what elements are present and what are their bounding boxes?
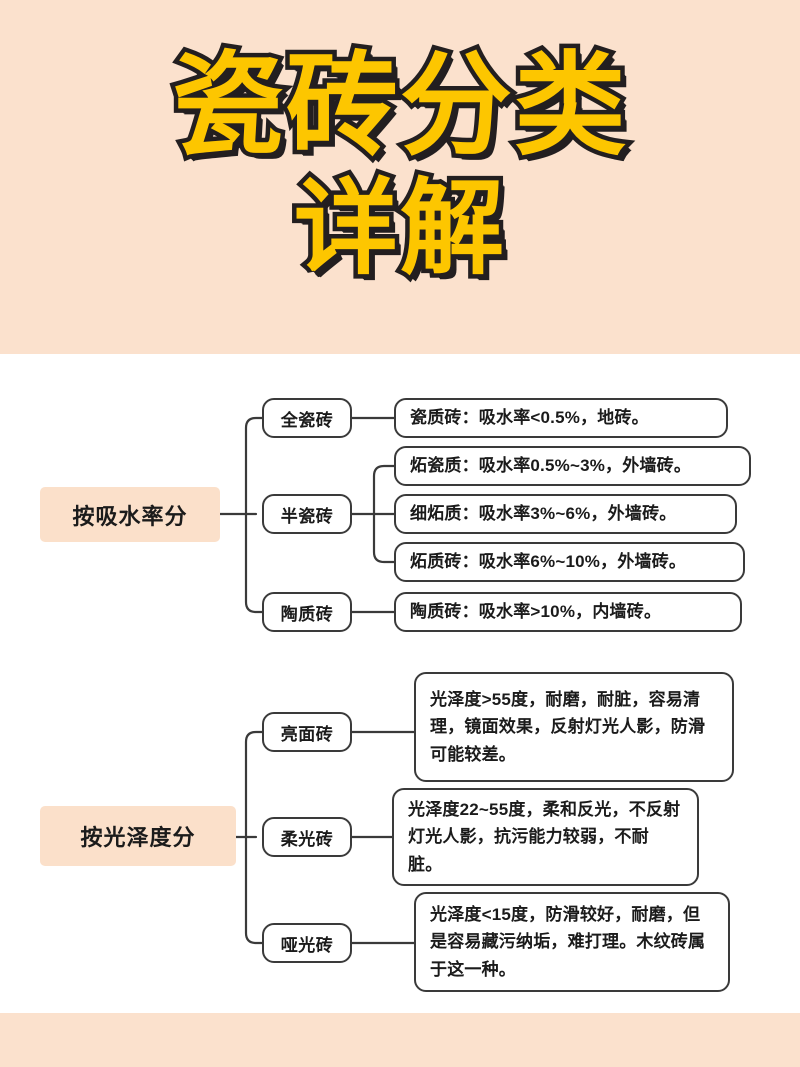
detail-node-glossy-tile[interactable]: 光泽度>55度，耐磨，耐脏，容易清理，镜面效果，反射灯光人影，防滑可能较差。 xyxy=(414,672,734,782)
branch-node-soft-light-tile[interactable]: 柔光砖 xyxy=(262,817,352,857)
branch-node-ceramic[interactable]: 陶质砖 xyxy=(262,592,352,632)
connector-lines-water xyxy=(218,416,396,614)
branch-node-matte-tile[interactable]: 哑光砖 xyxy=(262,923,352,963)
branch-node-semi-porcelain[interactable]: 半瓷砖 xyxy=(262,494,352,534)
connector-branch-2-to-leaf-1 xyxy=(372,464,396,516)
root-node-by-gloss[interactable]: 按光泽度分 xyxy=(40,806,236,866)
header-band xyxy=(0,0,800,354)
section-by-water-absorption: 按吸水率分 全瓷砖 半瓷砖 陶质砖 瓷质砖：吸水率<0.5%，地砖。 炻瓷质：吸… xyxy=(0,380,800,640)
detail-node-ceramic-tile[interactable]: 陶质砖：吸水率>10%，内墙砖。 xyxy=(394,592,742,632)
detail-node-stoneware-tile[interactable]: 炻质砖：吸水率6%~10%，外墙砖。 xyxy=(394,542,745,582)
connector-branch-2-to-leaf-3 xyxy=(372,512,396,564)
detail-node-soft-light-tile[interactable]: 光泽度22~55度，柔和反光，不反射灯光人影，抗污能力较弱，不耐脏。 xyxy=(392,788,699,886)
detail-node-matte-tile[interactable]: 光泽度<15度，防滑较好，耐磨，但是容易藏污纳垢，难打理。木纹砖属于这一种。 xyxy=(414,892,730,992)
footer-band xyxy=(0,1013,800,1067)
connector-root-to-branch-3 xyxy=(244,835,264,945)
connector-root-to-branch-3 xyxy=(244,512,264,614)
branch-node-glossy-tile[interactable]: 亮面砖 xyxy=(262,712,352,752)
detail-node-stoneware-porcelain[interactable]: 炻瓷质：吸水率0.5%~3%，外墙砖。 xyxy=(394,446,751,486)
branch-node-full-porcelain[interactable]: 全瓷砖 xyxy=(262,398,352,438)
section-by-gloss: 按光泽度分 亮面砖 柔光砖 哑光砖 光泽度>55度，耐磨，耐脏，容易清理，镜面效… xyxy=(0,660,800,1000)
connector-root-to-branch-1 xyxy=(244,416,264,516)
detail-node-fine-stoneware[interactable]: 细炻质：吸水率3%~6%，外墙砖。 xyxy=(394,494,737,534)
root-node-by-water-absorption[interactable]: 按吸水率分 xyxy=(40,487,220,542)
detail-node-porcelain-tile[interactable]: 瓷质砖：吸水率<0.5%，地砖。 xyxy=(394,398,728,438)
connector-root-to-branch-1 xyxy=(244,730,264,839)
